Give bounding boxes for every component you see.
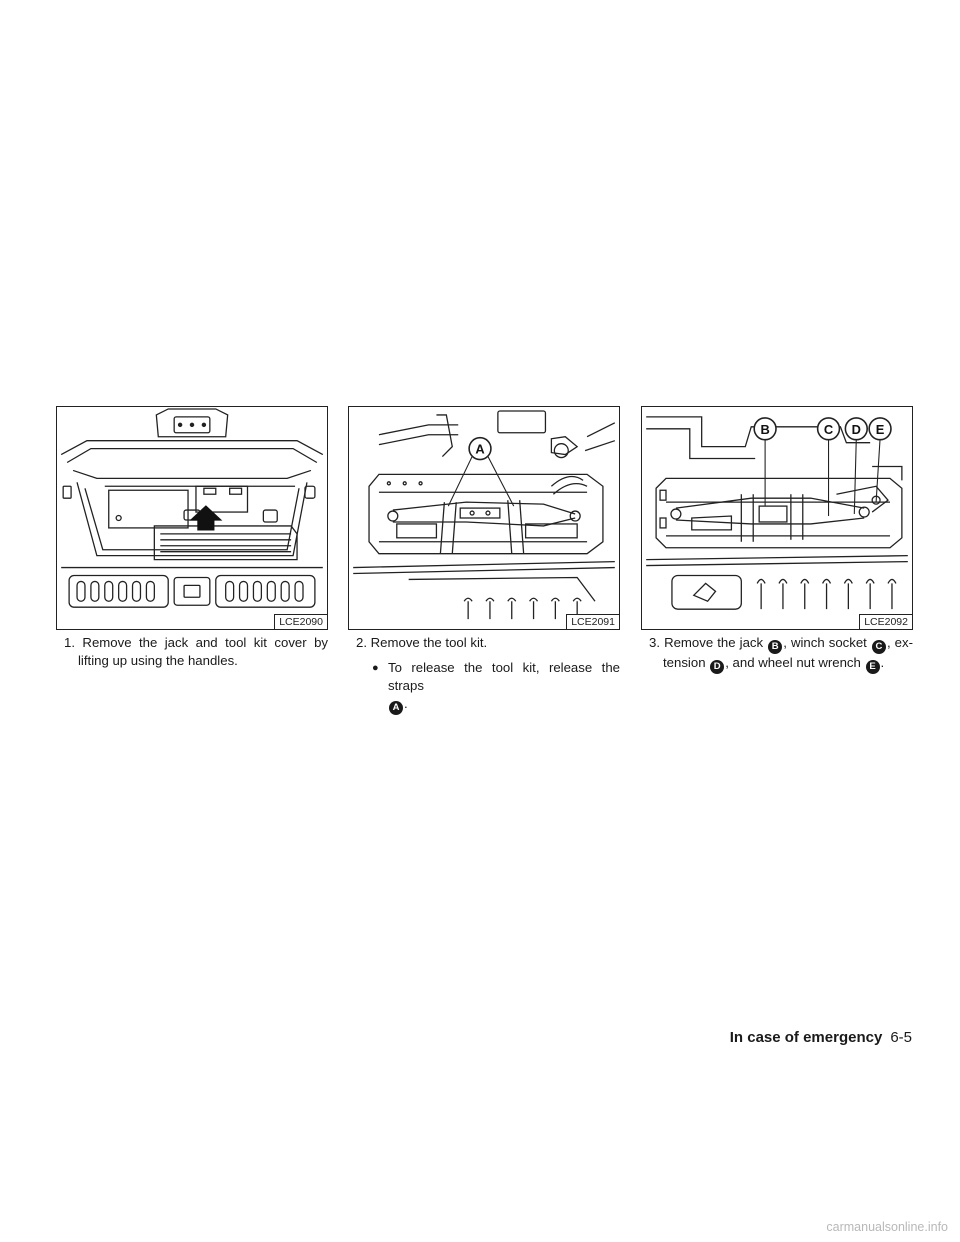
step-1-text: 1. Remove the jack and tool kit cover by… <box>64 635 328 668</box>
figure-tool-kit: A LCE2091 <box>348 406 620 630</box>
step-2-column: 2. Remove the tool kit. ● To release the… <box>348 634 620 715</box>
callout-marker <box>753 417 777 441</box>
bullet-text: To release the tool kit, release the str… <box>388 660 620 693</box>
callout-marker <box>468 436 492 461</box>
callout-c-badge: C <box>871 640 886 654</box>
figure-jack-tools: B C D E LCE2092 <box>641 406 913 630</box>
step-1-column: 1. Remove the jack and tool kit cover by… <box>56 634 328 670</box>
callout-marker <box>816 417 841 441</box>
step-3-column: 3. Remove the jack B, winch socket C, ex… <box>641 634 913 674</box>
callout-d-badge: D <box>710 660 725 674</box>
callout-b-badge: B <box>768 640 783 654</box>
tool-kit-illustration: A <box>353 410 616 620</box>
page-number: 6-5 <box>890 1029 912 1046</box>
callout-letter: E <box>876 422 885 437</box>
page-footer: In case of emergency 6-5 <box>730 1029 912 1047</box>
jack-tools-illustration: B C D E <box>646 416 908 610</box>
callout-letter: B <box>760 422 769 437</box>
callout-letter: A <box>475 442 484 457</box>
watermark-text: carmanualsonline.info <box>826 1220 948 1234</box>
cargo-area-illustration <box>60 408 324 608</box>
step-2-bullet: ● To release the tool kit, release the s… <box>348 659 620 715</box>
figure-id-label: LCE2092 <box>859 614 912 629</box>
callout-a-badge: A <box>389 701 403 715</box>
section-title: In case of emergency <box>729 1029 883 1046</box>
bullet-icon: ● <box>372 662 379 674</box>
step-3-text: 3. Remove the jack B, winch socket C, ex… <box>649 635 913 674</box>
callout-marker <box>844 417 868 441</box>
figure-id-label: LCE2091 <box>566 614 619 629</box>
figure-jack-cover: LCE2090 <box>56 406 328 630</box>
bullet-end: . <box>404 696 408 711</box>
figure-id-label: LCE2090 <box>274 614 327 629</box>
callout-e-badge: E <box>865 660 880 674</box>
callout-marker <box>868 417 892 441</box>
callout-letter: D <box>852 422 861 437</box>
step-2-text: 2. Remove the tool kit. <box>356 635 488 650</box>
callout-letter: C <box>824 422 833 437</box>
